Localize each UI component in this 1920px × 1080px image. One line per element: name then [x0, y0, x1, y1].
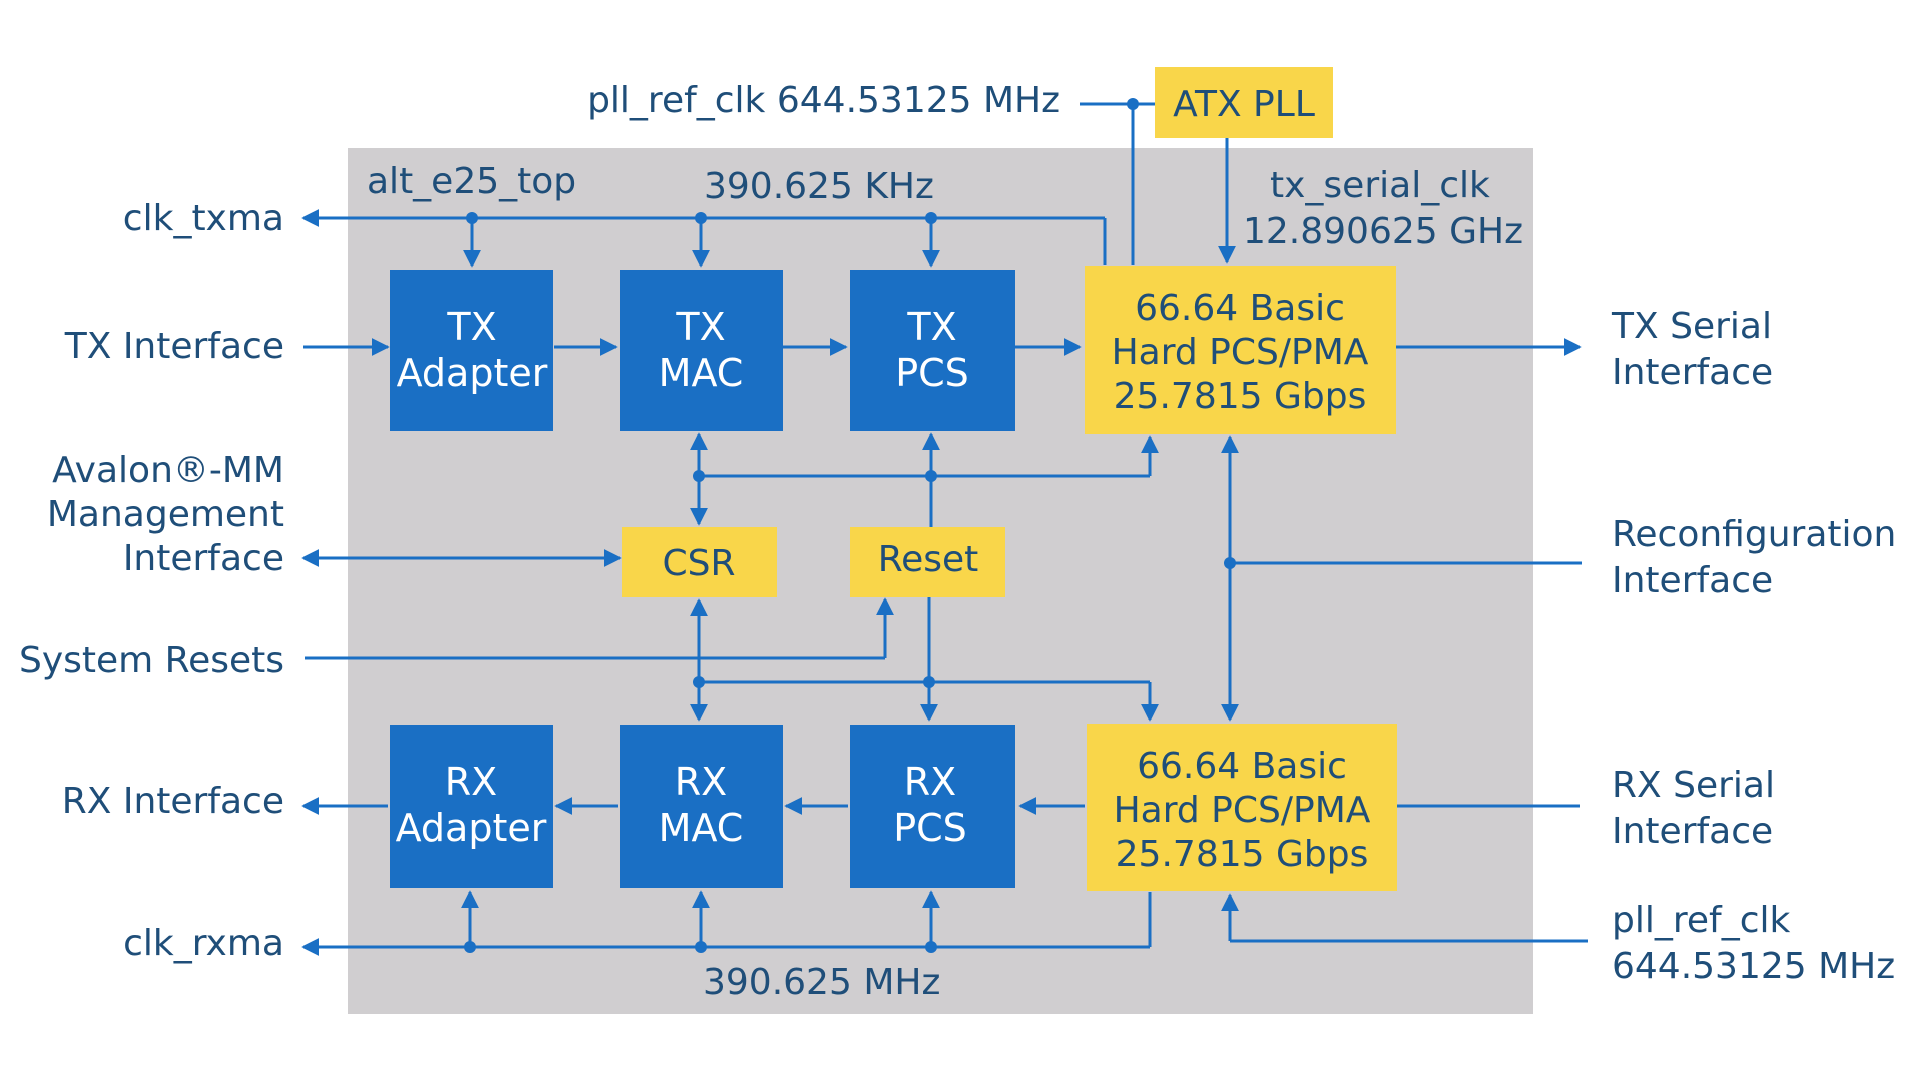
rx-mac-label-line1: RX [675, 760, 727, 804]
tx-pcs-block [850, 270, 1015, 431]
clk-rxma-label: clk_rxma [123, 923, 284, 964]
pll-ref-clk-bottom-label-line2: 644.53125 MHz [1612, 946, 1895, 987]
rx-interface-label: RX Interface [62, 781, 284, 822]
tx-mac-label-line1: TX [675, 305, 725, 349]
avalon-label-line2: Management [47, 494, 284, 535]
tx-interface-label: TX Interface [64, 326, 284, 367]
tx-adapter-label-line2: Adapter [397, 351, 548, 395]
tx-pma-label-line3: 25.7815 Gbps [1114, 376, 1367, 417]
atx-pll-block [1155, 67, 1333, 138]
tx-mac-label-line2: MAC [659, 351, 744, 395]
junction-upper-1 [693, 470, 705, 482]
junction-lower-1 [693, 676, 705, 688]
tx-pcs-label-line1: TX [906, 305, 956, 349]
junction-lower-2 [923, 676, 935, 688]
rx-hard-pcs-pma-block [1087, 724, 1397, 891]
tx-serial-interface-label-line1: TX Serial [1611, 306, 1772, 347]
tx-pma-label-line1: 66.64 Basic [1135, 288, 1345, 329]
system-resets-label: System Resets [19, 640, 284, 681]
rx-pcs-block [850, 725, 1015, 888]
tx-pma-label-line2: Hard PCS/PMA [1112, 332, 1369, 373]
rx-mac-label-line2: MAC [659, 806, 744, 850]
csr-block [622, 527, 777, 597]
rx-serial-interface-label-line1: RX Serial [1612, 765, 1775, 806]
rx-adapter-block [390, 725, 553, 888]
tx-serial-interface-label-line2: Interface [1612, 352, 1773, 393]
pll-ref-clk-top-label: pll_ref_clk 644.53125 MHz [587, 80, 1060, 121]
atx-pll-label: ATX PLL [1173, 84, 1315, 125]
avalon-label-line1: Avalon®-MM [52, 450, 284, 491]
tx-adapter-block [390, 270, 553, 431]
rx-pcs-label-line1: RX [904, 760, 956, 804]
csr-label: CSR [662, 543, 735, 584]
clk-txma-label: clk_txma [123, 198, 284, 239]
reconfig-interface-label-line2: Interface [1612, 560, 1773, 601]
tx-pcs-label-line2: PCS [895, 351, 969, 395]
rx-adapter-label-line2: Adapter [396, 806, 547, 850]
rx-clock-label: 390.625 MHz [703, 962, 940, 1003]
avalon-label-line3: Interface [123, 538, 284, 579]
rx-pma-label-line2: Hard PCS/PMA [1114, 790, 1371, 831]
reset-block [850, 527, 1005, 597]
tx-serial-clk-label-line1: tx_serial_clk [1270, 165, 1490, 206]
reset-label: Reset [878, 539, 979, 580]
container-label: alt_e25_top [367, 161, 576, 202]
rx-mac-block [620, 725, 783, 888]
junction-upper-2 [925, 470, 937, 482]
junction-pll-ref [1127, 98, 1139, 110]
tx-hard-pcs-pma-block [1085, 266, 1396, 434]
pll-ref-clk-bottom-label-line1: pll_ref_clk [1612, 900, 1790, 941]
junction-reconfig [1224, 557, 1236, 569]
tx-serial-clk-label-line2: 12.890625 GHz [1243, 211, 1523, 252]
rx-serial-interface-label-line2: Interface [1612, 811, 1773, 852]
tx-clock-label: 390.625 KHz [704, 166, 934, 207]
rx-pcs-label-line2: PCS [893, 806, 967, 850]
rx-adapter-label-line1: RX [445, 760, 497, 804]
tx-adapter-label-line1: TX [446, 305, 496, 349]
reconfig-interface-label-line1: Reconfiguration [1612, 514, 1896, 555]
rx-pma-label-line1: 66.64 Basic [1137, 746, 1347, 787]
rx-pma-label-line3: 25.7815 Gbps [1116, 834, 1369, 875]
tx-mac-block [620, 270, 783, 431]
